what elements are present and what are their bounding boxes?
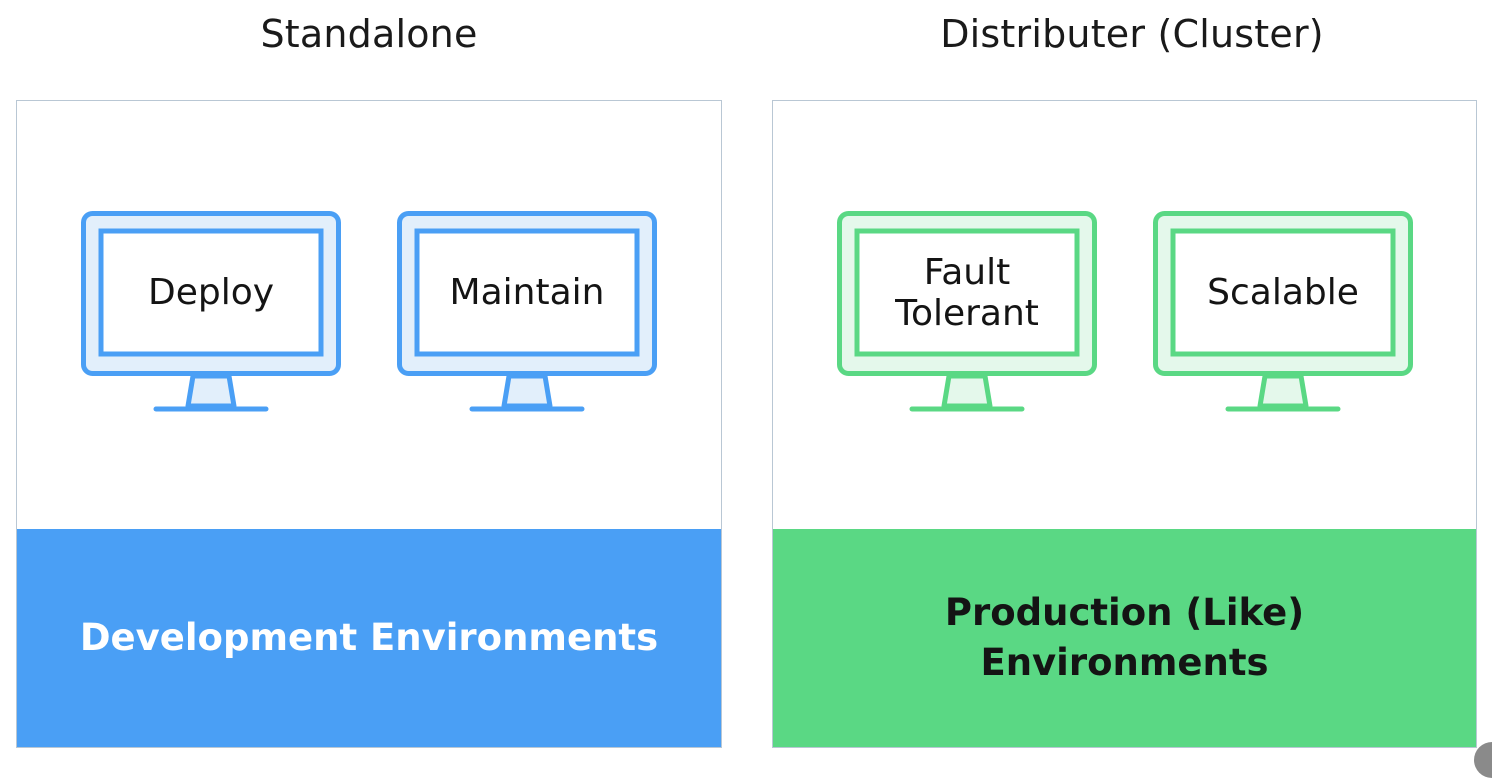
monitor-icon bbox=[81, 211, 341, 412]
monitor-fault-tolerant: Fault Tolerant bbox=[837, 211, 1097, 415]
distributed-panel: Fault Tolerant Scalable Production (Like… bbox=[772, 100, 1477, 748]
production-environments-banner: Production (Like) Environments bbox=[773, 529, 1476, 747]
monitor-label-maintain: Maintain bbox=[449, 272, 605, 313]
monitor-maintain: Maintain bbox=[397, 211, 657, 415]
standalone-heading: Standalone bbox=[260, 12, 478, 56]
monitor-label-scalable: Scalable bbox=[1207, 272, 1359, 313]
monitor-deploy: Deploy bbox=[81, 211, 341, 415]
monitor-label-deploy: Deploy bbox=[147, 272, 275, 313]
monitor-icon bbox=[1153, 211, 1413, 412]
development-environments-banner: Development Environments bbox=[17, 529, 721, 747]
monitor-label-fault-tolerant: Fault Tolerant bbox=[895, 251, 1039, 334]
standalone-panel: Deploy Maintain Development Environments bbox=[16, 100, 722, 748]
distributed-heading: Distributer (Cluster) bbox=[940, 12, 1324, 56]
monitor-icon bbox=[397, 211, 657, 412]
monitor-icon bbox=[837, 211, 1097, 412]
monitor-scalable: Scalable bbox=[1153, 211, 1413, 415]
